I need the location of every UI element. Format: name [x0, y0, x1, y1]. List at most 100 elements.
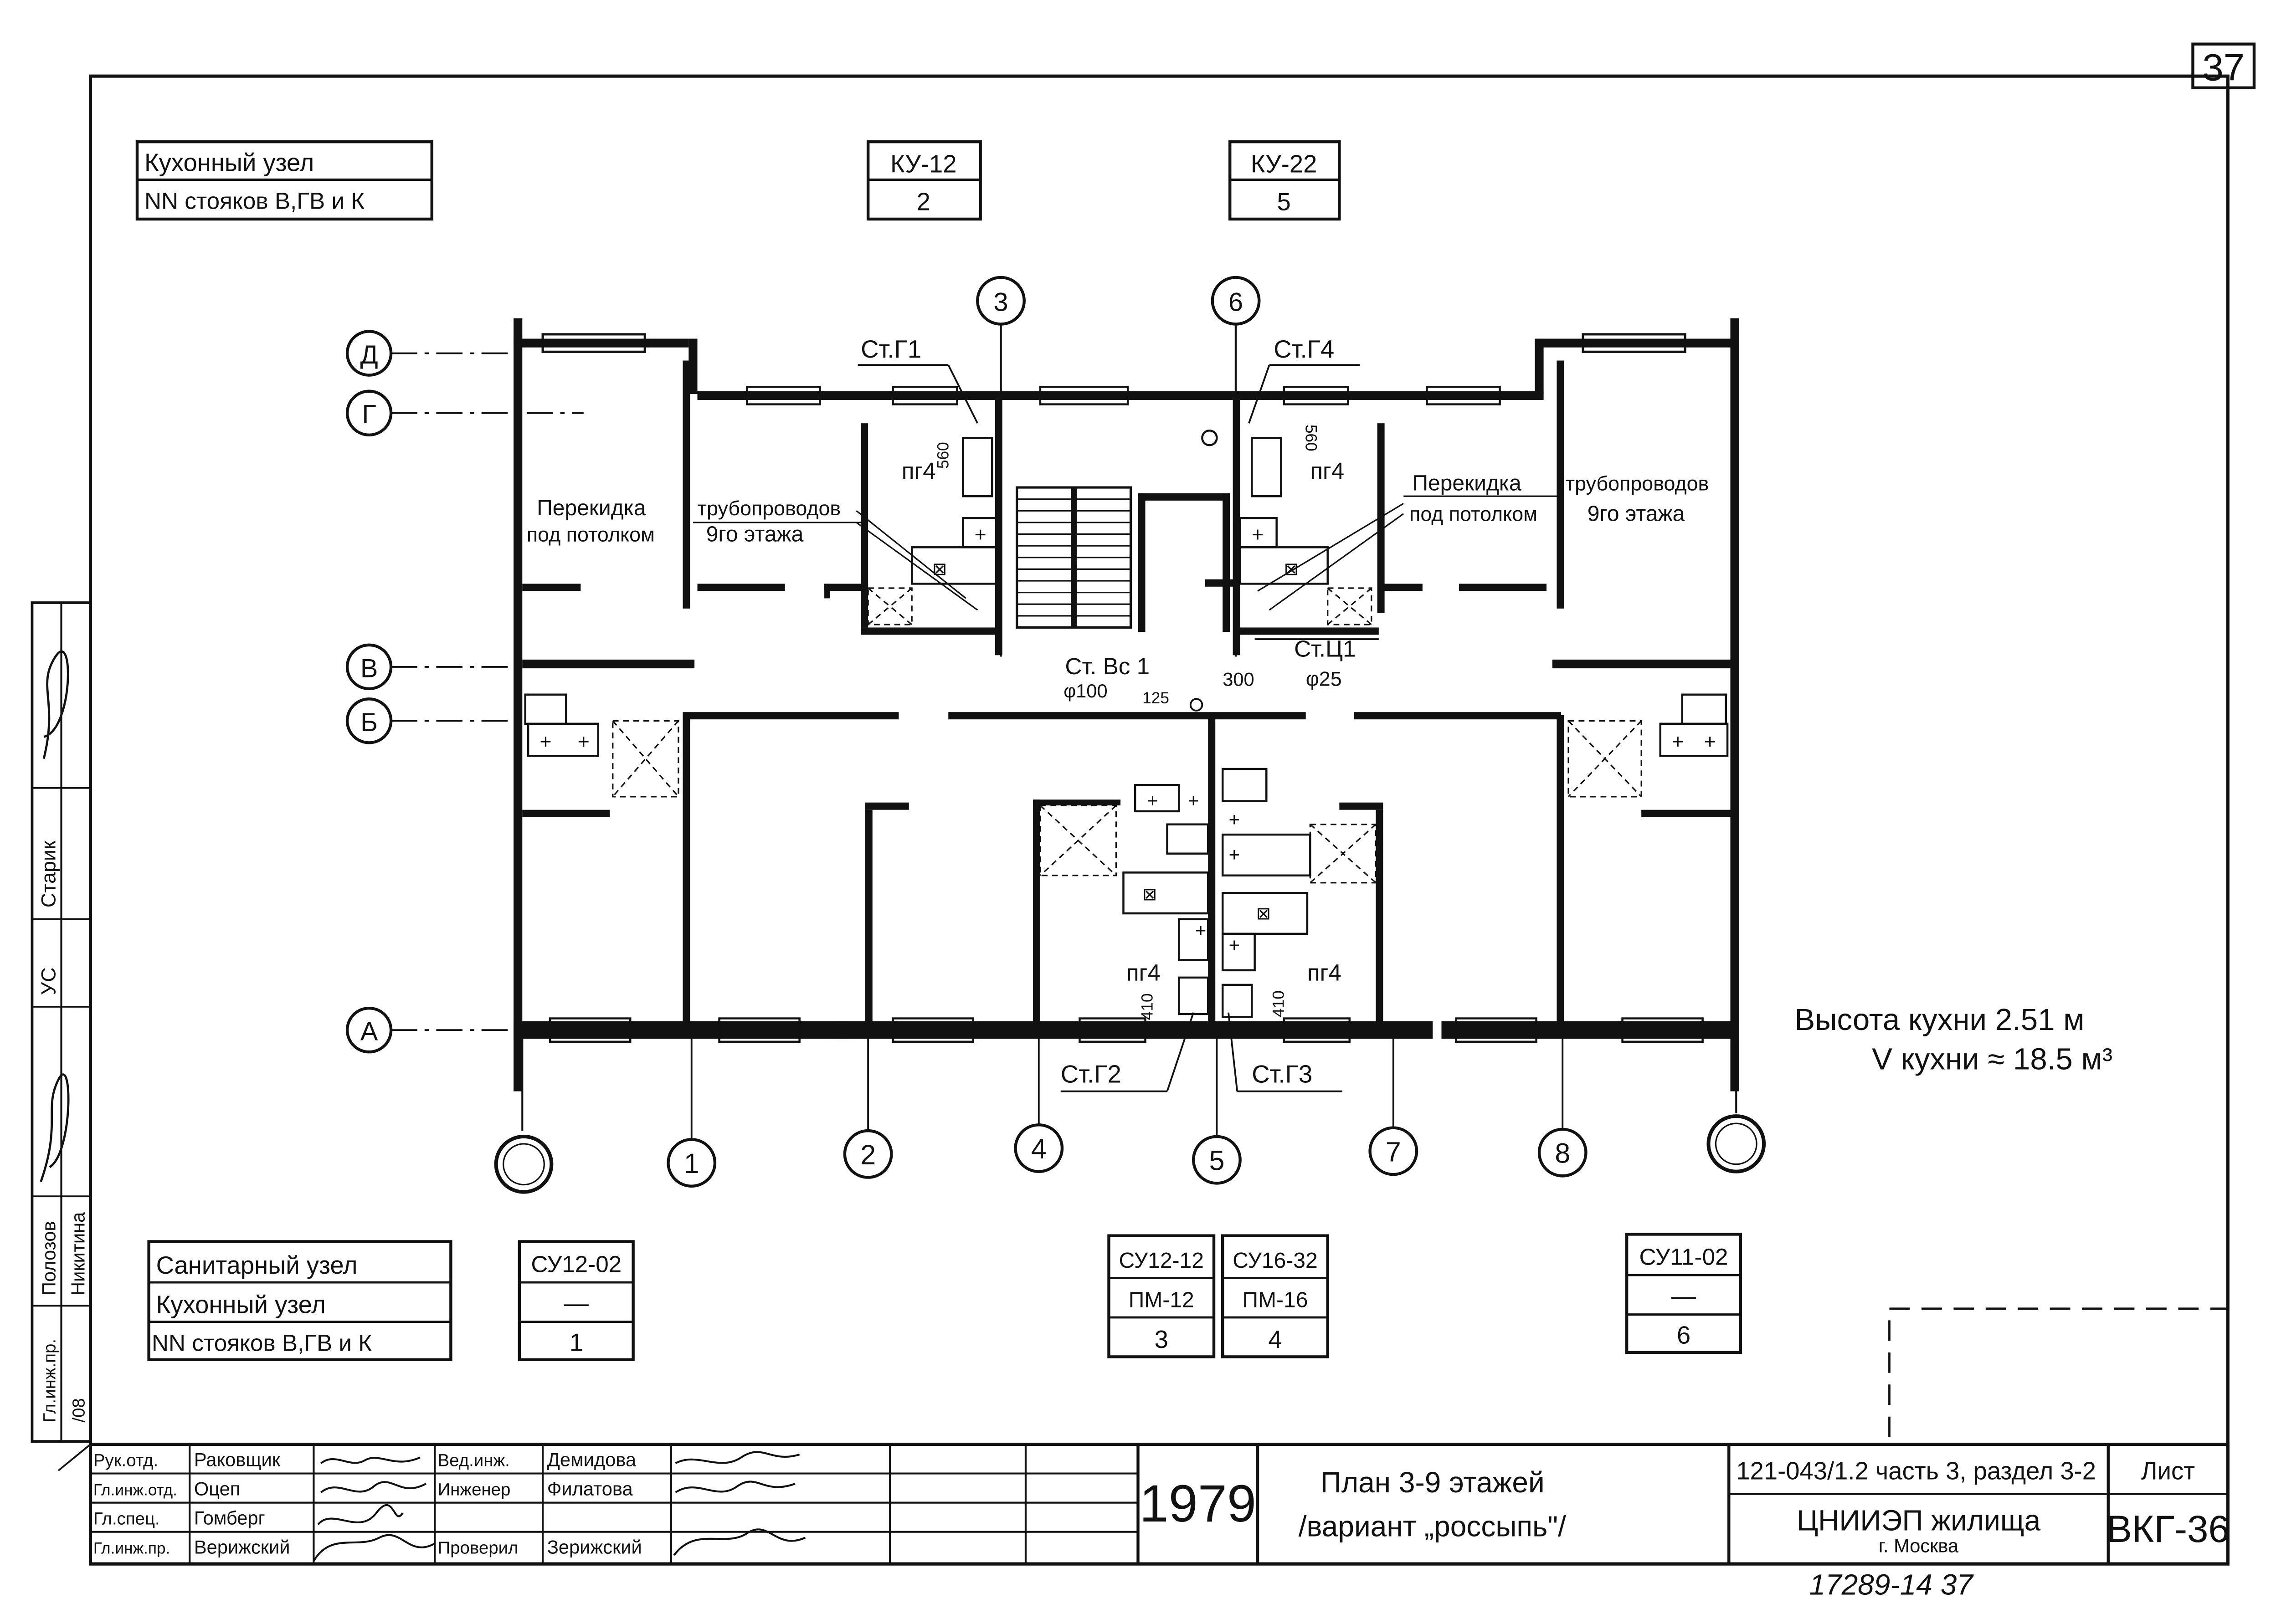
riser-g3-label: Ст.Г3	[1252, 1060, 1312, 1088]
sheet-code: ВКГ-36	[2106, 1508, 2229, 1550]
su12-02-code: СУ12-02	[531, 1251, 622, 1277]
staff-name-3: Гомберг	[194, 1507, 265, 1529]
side-stamp-name-2: Никитина	[67, 1212, 89, 1296]
project-code: 121-043/1.2 часть 3, раздел 3-2	[1736, 1457, 2096, 1485]
signature-5	[675, 1451, 800, 1464]
side-signature-1	[42, 651, 69, 759]
floor-plan: + ⊠ + ⊠ + + + + + + + +	[514, 318, 1739, 1091]
axis-B: Б	[345, 697, 514, 744]
ku12-num: 2	[917, 188, 930, 216]
su11-02-kitchen: —	[1671, 1282, 1696, 1310]
su12-12-code: СУ12-12	[1119, 1249, 1204, 1273]
signature-1	[320, 1456, 421, 1464]
dim-560-right: 560	[1302, 425, 1320, 451]
svg-text:Г: Г	[362, 400, 376, 429]
su12-12-num: 3	[1155, 1326, 1168, 1353]
svg-text:+: +	[1229, 844, 1240, 865]
svg-text:⊠: ⊠	[1284, 559, 1299, 579]
staff2-role-2: Инженер	[438, 1480, 511, 1500]
right-note-2: трубопроводов	[1566, 472, 1709, 495]
sanitary-table: Санитарный узел Кухонный узел NN стояков…	[147, 1233, 1742, 1362]
kitchen-height: Высота кухни 2.51 м	[1794, 1003, 2084, 1037]
right-note-4: 9го этажа	[1588, 502, 1685, 526]
axis-1: 1	[667, 1039, 717, 1188]
svg-text:+: +	[975, 523, 986, 546]
pg4-bottom-right: пг4	[1307, 959, 1341, 985]
signature-7	[673, 1528, 806, 1556]
svg-text:⊠: ⊠	[1142, 885, 1157, 904]
org-line-2: г. Москва	[1879, 1535, 1959, 1556]
side-signature-2	[40, 1073, 70, 1182]
axis-D: Д	[345, 330, 514, 377]
column-axes: 1 2 4 5 7 8	[494, 1039, 1766, 1194]
sanitary-row1: Санитарный узел	[156, 1251, 358, 1279]
side-stamp-name-1: Полозов	[38, 1221, 60, 1296]
axis-V: В	[345, 643, 514, 691]
right-note-3: под потолком	[1409, 503, 1537, 526]
pg4-top-left: пг4	[902, 458, 936, 484]
left-note-4: 9го этажа	[706, 523, 804, 547]
staff2-name-2: Филатова	[547, 1478, 633, 1500]
riser-g1-label: Ст.Г1	[861, 335, 921, 363]
svg-text:+: +	[1229, 809, 1240, 830]
sheet-label: Лист	[2141, 1457, 2195, 1485]
pg4-top-right: пг4	[1310, 458, 1344, 484]
staff-name-4: Верижский	[194, 1537, 290, 1558]
staff-role-4: Гл.инж.пр.	[93, 1540, 170, 1557]
svg-text:+: +	[539, 730, 551, 753]
dim-560-left: 560	[934, 442, 952, 469]
axis-A: А	[345, 1006, 514, 1054]
svg-text:1: 1	[684, 1148, 699, 1179]
su12-02-num: 1	[570, 1329, 583, 1357]
svg-text:+: +	[1704, 730, 1716, 753]
riser-bc1-label: Ст. Вс 1	[1065, 653, 1150, 679]
right-note-1: Перекидка	[1412, 471, 1521, 495]
staff-role-3: Гл.спец.	[93, 1509, 160, 1529]
svg-text:8: 8	[1555, 1138, 1570, 1169]
svg-text:+: +	[1188, 789, 1199, 811]
dim-410-left: 410	[1139, 994, 1156, 1020]
phi-100: φ100	[1064, 680, 1107, 702]
pg4-bottom-left: пг4	[1126, 959, 1161, 985]
su11-02-code: СУ11-02	[1639, 1244, 1728, 1270]
ku12-code: КУ-12	[890, 150, 957, 178]
su16-32-num: 4	[1268, 1326, 1282, 1353]
side-stamp: Полозов Никитина Гл.инж.пр. /08 УС Стари…	[31, 601, 92, 1443]
left-note-3: под потолком	[527, 523, 655, 546]
svg-text:7: 7	[1386, 1136, 1401, 1167]
svg-text:⊠: ⊠	[932, 559, 947, 579]
axis-5: 5	[1192, 1039, 1242, 1185]
side-stamp-role-1: Гл.инж.пр.	[40, 1339, 60, 1423]
corner-stamp-outline	[1888, 1307, 2228, 1437]
svg-text:+: +	[1252, 523, 1264, 546]
staff2-role-3: Проверил	[438, 1538, 519, 1558]
svg-text:5: 5	[1209, 1145, 1224, 1176]
sanitary-row2: Кухонный узел	[156, 1291, 326, 1318]
ku22-code: КУ-22	[1251, 150, 1317, 178]
left-note-1: Перекидка	[537, 496, 646, 520]
staff2-role-1: Вед.инж.	[438, 1451, 510, 1470]
sheet-number-box	[2191, 42, 2256, 89]
archive-number: 17289-14 37	[1809, 1568, 1974, 1601]
phi-25: φ25	[1306, 668, 1342, 691]
svg-text:Д: Д	[360, 340, 378, 369]
svg-text:+: +	[1229, 934, 1240, 955]
axis-4: 4	[1014, 1039, 1064, 1173]
riser-labels: Ст.Г1 Ст.Г4 560 560 пг4 пг4 Перекидка тр…	[527, 335, 1709, 1092]
svg-text:2: 2	[860, 1139, 876, 1170]
axis-2: 2	[843, 1039, 893, 1179]
svg-text:+: +	[578, 730, 590, 753]
su16-32-code: СУ16-32	[1233, 1249, 1317, 1273]
signature-2	[320, 1481, 426, 1493]
staff-name-2: Оцеп	[194, 1478, 240, 1500]
svg-text:А: А	[360, 1017, 378, 1046]
su12-12-kitchen: ПМ-12	[1129, 1288, 1194, 1312]
staff-role-1: Рук.отд.	[93, 1451, 158, 1470]
riser-g4-label: Ст.Г4	[1274, 335, 1334, 363]
title-block: Рук.отд. Раковщик Гл.инж.отд. Оцеп Гл.сп…	[88, 1443, 2230, 1566]
signature-3	[317, 1504, 404, 1526]
axis-8: 8	[1537, 1039, 1588, 1178]
year: 1979	[1140, 1475, 1256, 1533]
staff-name-1: Раковщик	[194, 1449, 281, 1470]
